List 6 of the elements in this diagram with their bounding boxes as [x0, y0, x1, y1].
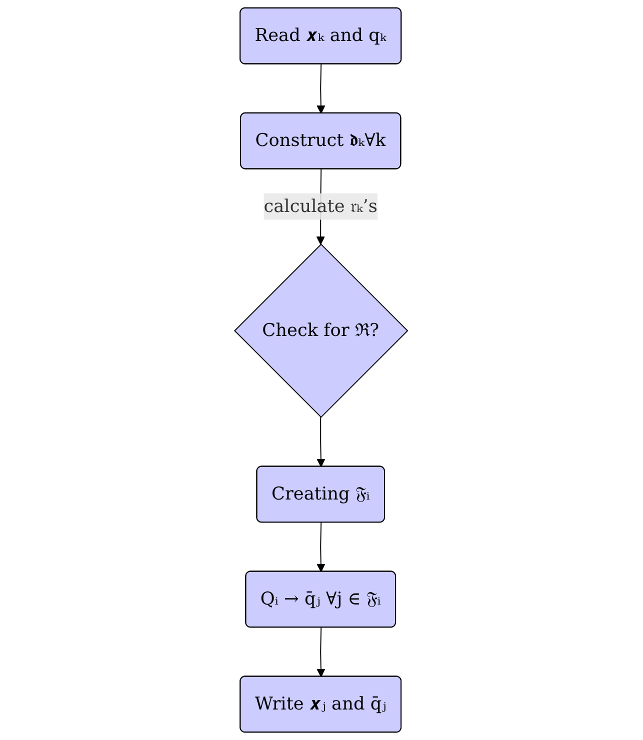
arrow	[317, 64, 326, 114]
edge-label: calculate 𝔯ₖ’s	[264, 196, 378, 217]
arrow	[317, 627, 326, 678]
arrow	[317, 522, 326, 572]
arrow	[317, 416, 326, 468]
node-diamond: Check for ℜ?	[234, 244, 409, 418]
